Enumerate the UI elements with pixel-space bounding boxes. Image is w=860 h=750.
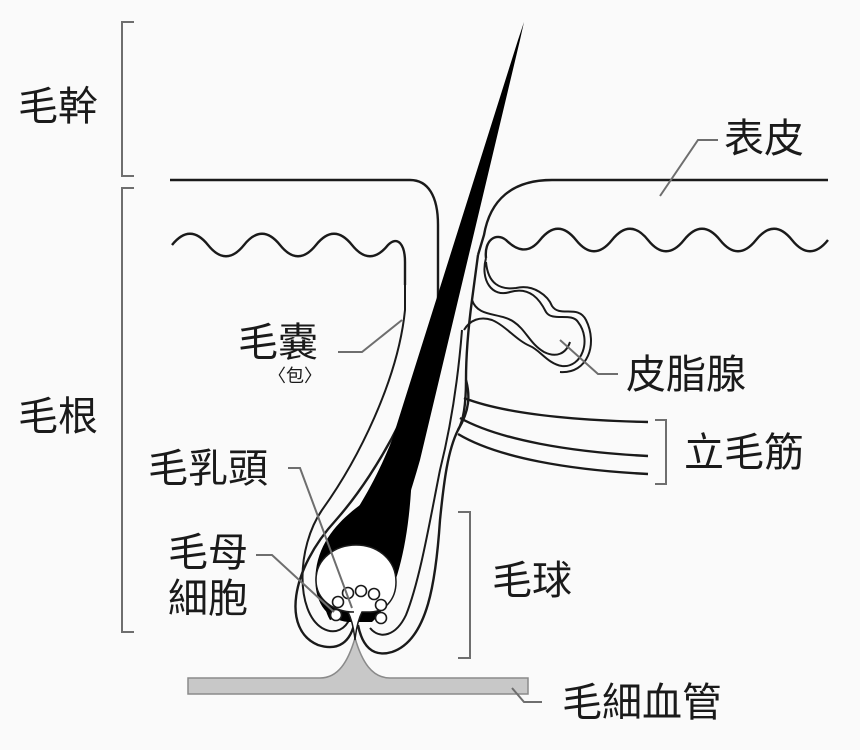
papilla-leader bbox=[288, 467, 353, 609]
label-sebaceous-gland: 皮脂腺 bbox=[626, 352, 746, 398]
epidermis-leader bbox=[659, 139, 718, 197]
dermis-boundary-left bbox=[171, 232, 407, 285]
matrix-cell bbox=[367, 587, 381, 601]
dermis-boundary-right bbox=[484, 227, 829, 259]
epidermis-surface-left bbox=[170, 178, 440, 255]
sebaceous-leader bbox=[559, 339, 618, 375]
label-epidermis: 表皮 bbox=[724, 116, 804, 162]
follicle-inner-left bbox=[301, 285, 406, 633]
label-hair-root: 毛根 bbox=[18, 394, 98, 440]
follicle-inner-right bbox=[369, 329, 463, 636]
follicle-leader bbox=[338, 319, 403, 353]
sebaceous-gland bbox=[463, 257, 592, 374]
sebaceous-gland-inner bbox=[471, 299, 571, 356]
label-matrix-cells-1: 毛母 bbox=[168, 530, 248, 576]
capillary-leader bbox=[511, 687, 542, 703]
capillary-vessel bbox=[187, 635, 529, 695]
label-follicle-ruby: 〈包〉 bbox=[268, 366, 322, 387]
muscle-attachment bbox=[456, 379, 470, 431]
hair-bulb-bracket bbox=[458, 511, 471, 659]
hair-shaft-bracket bbox=[121, 21, 134, 177]
hair-root-bracket bbox=[121, 187, 134, 633]
label-matrix-cells-2: 細胞 bbox=[168, 576, 248, 622]
label-dermal-papilla: 毛乳頭 bbox=[148, 446, 268, 492]
label-follicle: 毛嚢 bbox=[238, 320, 318, 366]
matrix-cell bbox=[331, 595, 345, 609]
arrector-pili-muscle bbox=[457, 396, 649, 476]
epidermis-surface-right bbox=[476, 178, 828, 256]
label-arrector-pili: 立毛筋 bbox=[684, 430, 804, 476]
matrix-cell bbox=[374, 598, 388, 612]
label-capillary: 毛細血管 bbox=[562, 680, 722, 726]
label-hair-bulb: 毛球 bbox=[492, 558, 572, 604]
matrix-cells-leader bbox=[256, 554, 335, 613]
matrix-cell bbox=[354, 584, 368, 598]
follicle-outer-right bbox=[356, 254, 480, 655]
label-hair-shaft: 毛幹 bbox=[18, 84, 98, 130]
arrector-pili-bracket bbox=[655, 419, 667, 485]
matrix-cell bbox=[374, 611, 388, 625]
